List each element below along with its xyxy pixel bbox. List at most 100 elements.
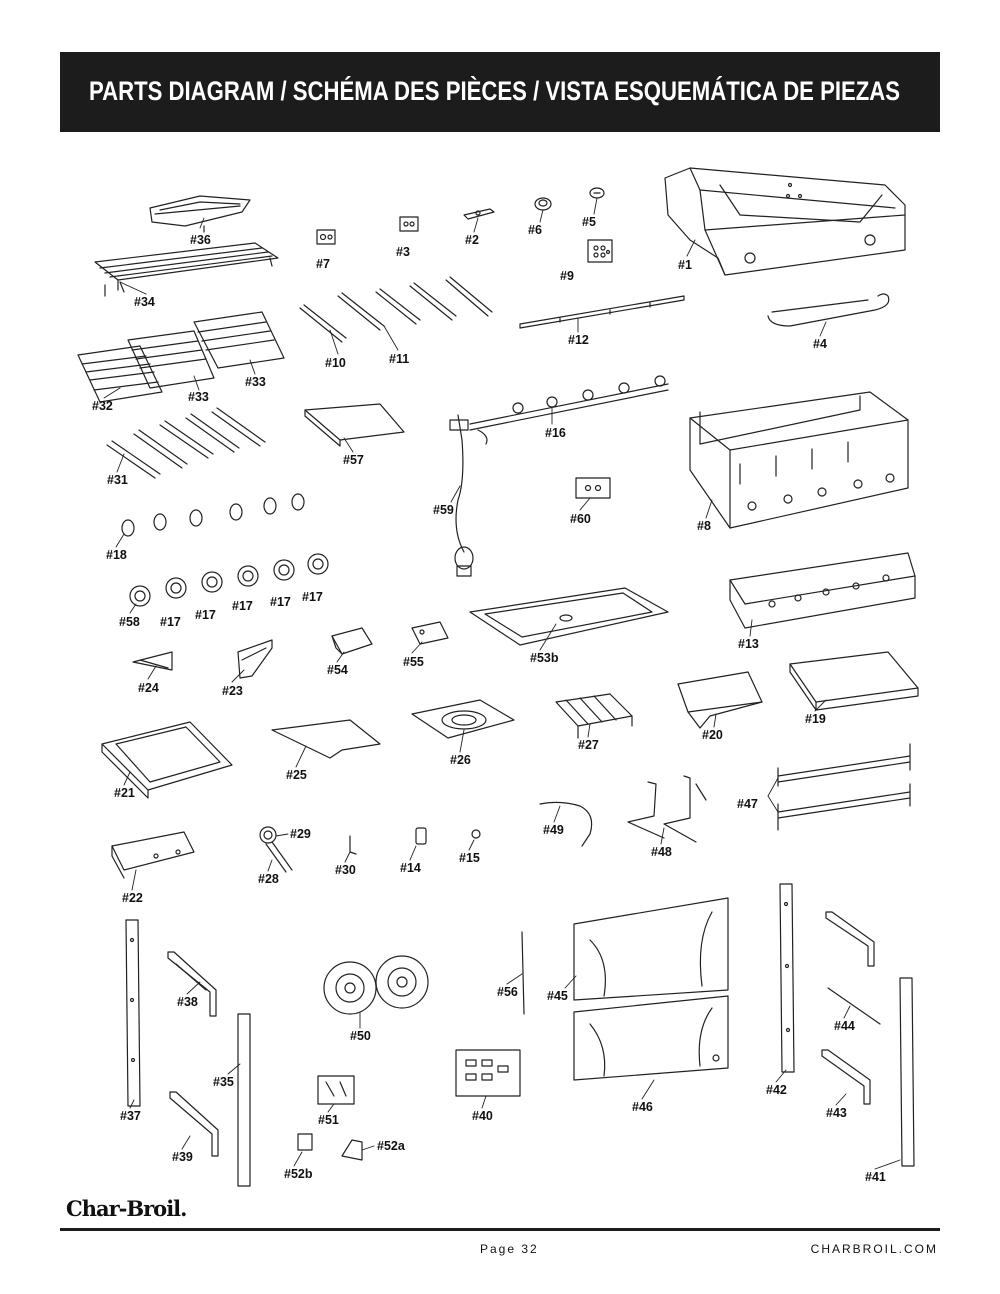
part-drawing-6 [534, 197, 552, 211]
part-drawing-15 [471, 829, 481, 839]
part-drawing-18 [121, 493, 305, 537]
part-drawing-2 [463, 208, 495, 220]
part-label: #17 [302, 590, 323, 604]
part-drawing-25 [271, 719, 381, 759]
part-drawing-11 [375, 276, 493, 325]
part-drawing-23 [237, 639, 273, 679]
part-label: #47 [737, 797, 758, 811]
part-label: #9 [560, 269, 574, 283]
part-label: #54 [327, 663, 348, 677]
part-label: #17 [195, 608, 216, 622]
part-label: #55 [403, 655, 424, 669]
part-drawing-26 [411, 699, 515, 739]
part-label: #39 [172, 1150, 193, 1164]
part-drawing-52b [297, 1133, 313, 1151]
part-drawing-40 [455, 1049, 521, 1097]
part-drawing-33 [127, 311, 285, 389]
part-label: #31 [107, 473, 128, 487]
part-label: #57 [343, 453, 364, 467]
part-drawing-38 [167, 951, 217, 1017]
part-label: #35 [213, 1075, 234, 1089]
part-drawing-4 [767, 293, 890, 327]
part-label: #11 [389, 352, 409, 366]
part-drawing-34 [94, 242, 279, 297]
part-label: #23 [222, 684, 243, 698]
part-drawing-1 [664, 167, 906, 276]
part-label: #17 [160, 615, 181, 629]
part-label: #18 [106, 548, 127, 562]
char-broil-logo: Char-Broil. [66, 1196, 187, 1221]
part-label: #26 [450, 753, 471, 767]
part-drawing-13 [729, 552, 916, 629]
part-drawing-36 [149, 195, 251, 233]
part-label: #48 [651, 845, 672, 859]
part-label: #28 [258, 872, 279, 886]
part-drawing-47 [777, 743, 911, 831]
part-drawing-35 [237, 1013, 251, 1187]
part-drawing-22 [111, 831, 195, 879]
part-drawing-27 [555, 693, 633, 739]
part-label: #45 [547, 989, 568, 1003]
part-label: #53b [530, 651, 559, 665]
header-bar: PARTS DIAGRAM / SCHÉMA DES PIÈCES / VIST… [60, 52, 940, 132]
page-number: Page 32 [480, 1242, 539, 1256]
part-drawing-51 [317, 1075, 355, 1105]
part-label: #37 [120, 1109, 141, 1123]
part-label: #12 [568, 333, 589, 347]
part-label: #51 [318, 1113, 339, 1127]
part-label: #41 [865, 1170, 886, 1184]
part-drawing-45 [573, 897, 729, 1001]
part-label: #59 [433, 503, 454, 517]
part-label: #30 [335, 863, 356, 877]
part-drawing-39 [169, 1091, 219, 1157]
part-drawing-31 [106, 407, 266, 479]
part-drawing-5 [589, 187, 605, 199]
part-label: #10 [325, 356, 346, 370]
part-drawing-38-right [825, 911, 875, 967]
part-label: #38 [177, 995, 198, 1009]
part-label: #43 [826, 1106, 847, 1120]
part-label: #3 [396, 245, 410, 259]
part-drawing-52a [341, 1139, 363, 1161]
part-label: #19 [805, 712, 826, 726]
part-label: #33 [245, 375, 266, 389]
part-label: #32 [92, 399, 113, 413]
part-drawing-41 [899, 977, 915, 1167]
part-drawing-59 [449, 414, 488, 577]
part-label: #16 [545, 426, 566, 440]
part-drawing-8 [689, 391, 909, 529]
part-label: #34 [134, 295, 155, 309]
part-label: #42 [766, 1083, 787, 1097]
part-label: #49 [543, 823, 564, 837]
website-link[interactable]: CHARBROIL.COM [810, 1242, 938, 1256]
footer-rule [60, 1228, 940, 1231]
part-drawing-24 [132, 651, 173, 671]
part-label: #27 [578, 738, 599, 752]
part-drawing-16 [469, 375, 669, 431]
part-drawing-37 [125, 919, 141, 1107]
part-label: #6 [528, 223, 542, 237]
part-drawing-46 [573, 995, 729, 1081]
part-drawing-56 [521, 931, 525, 1015]
part-label: #56 [497, 985, 518, 999]
part-label: #29 [290, 827, 311, 841]
part-drawing-10 [299, 292, 385, 343]
part-label: #24 [138, 681, 159, 695]
part-label: #58 [119, 615, 140, 629]
part-label: #50 [350, 1029, 371, 1043]
part-label: #20 [702, 728, 723, 742]
part-drawing-3 [399, 216, 419, 232]
part-drawing-12 [519, 295, 685, 329]
part-label: #40 [472, 1109, 493, 1123]
part-drawing-53b [469, 587, 669, 646]
part-label: #17 [232, 599, 253, 613]
part-label: #13 [738, 637, 759, 651]
part-label: #25 [286, 768, 307, 782]
part-drawing-17 [129, 553, 329, 607]
part-label: #7 [316, 257, 330, 271]
part-label: #17 [270, 595, 291, 609]
part-label: #46 [632, 1100, 653, 1114]
part-drawing-7 [316, 229, 336, 245]
part-label: #4 [813, 337, 827, 351]
